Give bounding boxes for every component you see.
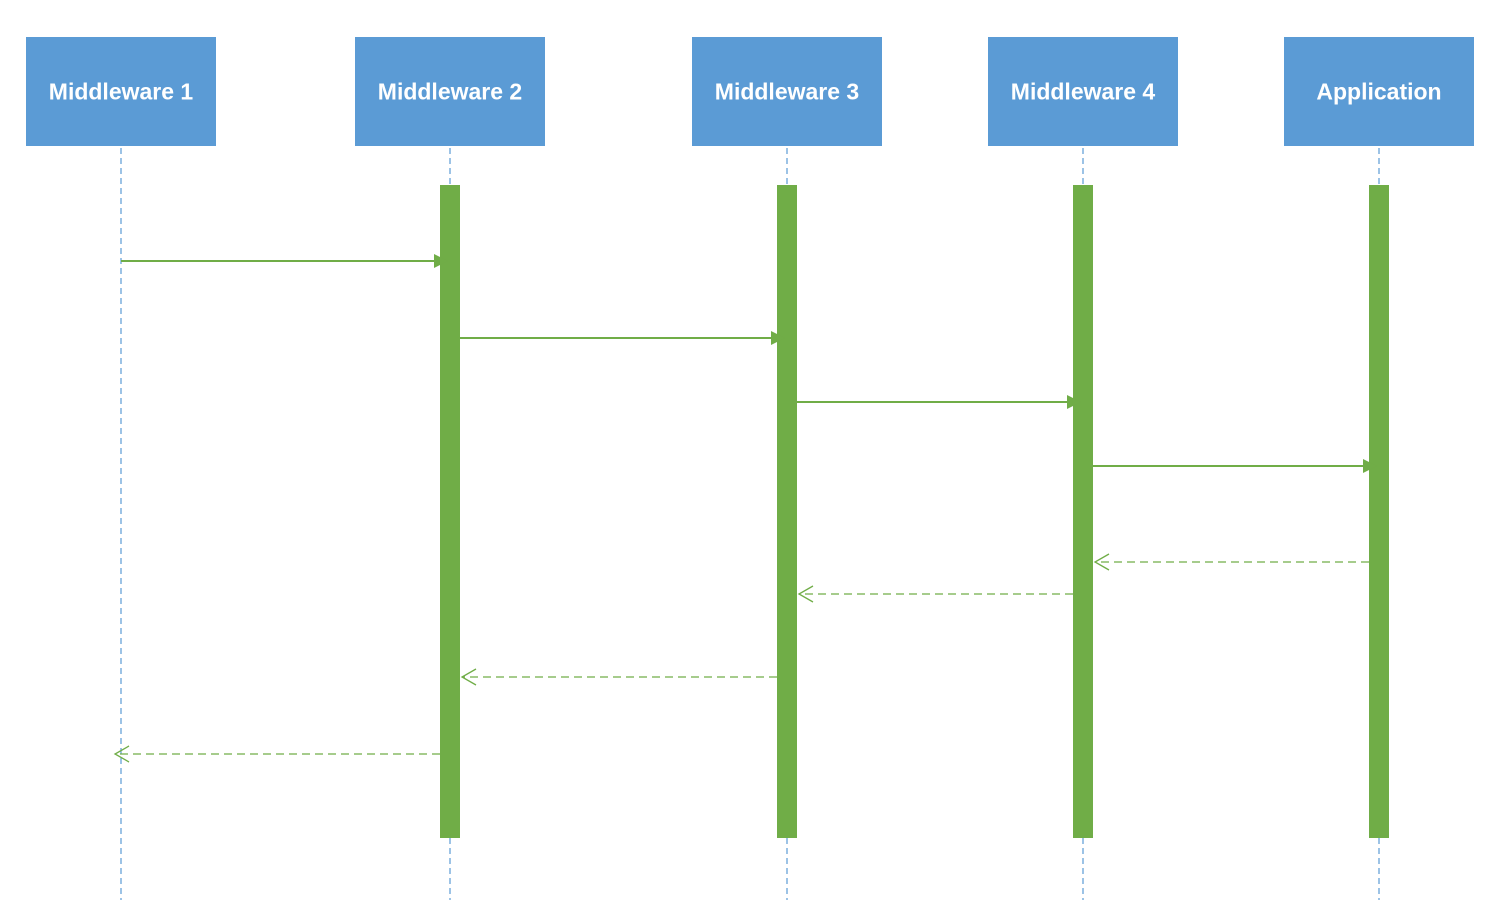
participant-label: Application xyxy=(1316,79,1441,105)
participants: Middleware 1 Middleware 2 Middleware 3 Midd… xyxy=(26,37,1474,146)
message-return-m2-to-m1 xyxy=(113,745,440,763)
participant-m3: Middleware 3 xyxy=(692,37,882,146)
participant-label: Middleware 2 xyxy=(378,79,522,105)
activation-bars xyxy=(440,185,1389,838)
participant-box xyxy=(355,37,545,146)
participant-label: Middleware 4 xyxy=(1011,79,1156,105)
participant-m1: Middleware 1 xyxy=(26,37,216,146)
arrowhead-filled xyxy=(434,254,448,268)
message-call-m4-to-app xyxy=(1093,459,1377,473)
participant-box xyxy=(988,37,1178,146)
message-return-m3-to-m2 xyxy=(460,668,777,686)
participant-box xyxy=(692,37,882,146)
participant-box xyxy=(1284,37,1474,146)
arrowhead-open xyxy=(1093,553,1110,571)
arrowhead-open xyxy=(797,585,814,603)
arrowhead-filled xyxy=(771,331,785,345)
participant-box xyxy=(26,37,216,146)
message-return-app-to-m4 xyxy=(1093,553,1369,571)
arrowhead-filled xyxy=(1067,395,1081,409)
participant-m2: Middleware 2 xyxy=(355,37,545,146)
messages xyxy=(113,254,1377,763)
arrowhead-filled xyxy=(1363,459,1377,473)
message-call-m2-to-m3 xyxy=(460,331,785,345)
participant-label: Middleware 1 xyxy=(49,79,194,105)
message-call-m3-to-m4 xyxy=(797,395,1081,409)
participant-m4: Middleware 4 xyxy=(988,37,1178,146)
participant-label: Middleware 3 xyxy=(715,79,859,105)
arrowhead-open xyxy=(113,745,130,763)
participant-app: Application xyxy=(1284,37,1474,146)
message-call-m1-to-m2 xyxy=(121,254,448,268)
activation-bar-m3 xyxy=(777,185,797,838)
message-return-m4-to-m3 xyxy=(797,585,1073,603)
activation-bar-app xyxy=(1369,185,1389,838)
activation-bar-m4 xyxy=(1073,185,1093,838)
activation-bar-m2 xyxy=(440,185,460,838)
arrowhead-open xyxy=(460,668,477,686)
